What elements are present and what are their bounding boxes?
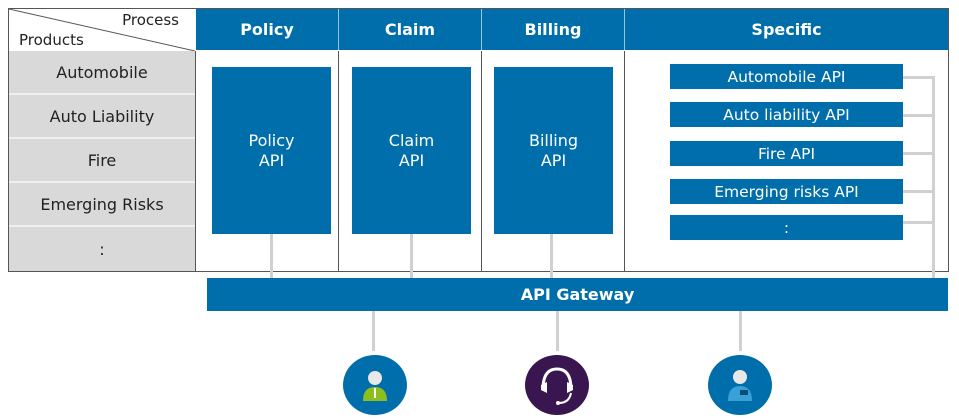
connector bbox=[903, 190, 935, 193]
policy-api-label-2: API bbox=[258, 151, 285, 170]
connector bbox=[903, 76, 935, 79]
product-row-more: : bbox=[9, 227, 195, 271]
connector bbox=[372, 311, 375, 351]
column-divider bbox=[338, 51, 339, 272]
column-header-specific: Specific bbox=[625, 9, 948, 50]
more-api-box[interactable]: : bbox=[670, 215, 903, 240]
claim-api-label-2: API bbox=[398, 151, 425, 170]
policy-api-label-1: Policy bbox=[248, 131, 295, 150]
policy-api-box[interactable]: Policy API bbox=[212, 67, 331, 234]
matrix-frame bbox=[8, 8, 949, 272]
billing-api-label-1: Billing bbox=[528, 131, 579, 150]
api-gateway-label: API Gateway bbox=[520, 285, 635, 304]
connector bbox=[556, 311, 559, 351]
header-divider bbox=[481, 9, 482, 50]
column-divider bbox=[624, 51, 625, 272]
auto-liability-api-box[interactable]: Auto liability API bbox=[670, 102, 903, 127]
billing-api-label-2: API bbox=[540, 151, 567, 170]
api-gateway-bar[interactable]: API Gateway bbox=[207, 278, 948, 311]
connector bbox=[410, 234, 413, 278]
agent-icon[interactable] bbox=[708, 355, 772, 415]
automobile-api-box[interactable]: Automobile API bbox=[670, 64, 903, 89]
product-row-emerging-risks: Emerging Risks bbox=[9, 183, 195, 227]
connector bbox=[739, 311, 742, 351]
column-divider bbox=[195, 51, 196, 272]
product-row-automobile: Automobile bbox=[9, 51, 195, 95]
corner-diagonal bbox=[9, 9, 195, 51]
claim-api-label-1: Claim bbox=[388, 131, 435, 150]
column-divider bbox=[481, 51, 482, 272]
claim-api-box[interactable]: Claim API bbox=[352, 67, 471, 234]
product-row-auto-liability: Auto Liability bbox=[9, 95, 195, 139]
connector bbox=[903, 114, 935, 117]
fire-api-box[interactable]: Fire API bbox=[670, 141, 903, 166]
header-divider bbox=[624, 9, 625, 50]
employee-icon[interactable] bbox=[343, 355, 407, 415]
connector bbox=[270, 234, 273, 278]
column-header-claim: Claim bbox=[339, 9, 481, 50]
products-label: Products bbox=[19, 31, 84, 49]
column-header-policy: Policy bbox=[196, 9, 338, 50]
connector bbox=[932, 76, 935, 278]
corner-cell: Process Products bbox=[9, 9, 195, 51]
emerging-risks-api-box[interactable]: Emerging risks API bbox=[670, 179, 903, 204]
headset-icon[interactable] bbox=[525, 355, 589, 415]
connector bbox=[903, 221, 935, 224]
product-row-fire: Fire bbox=[9, 139, 195, 183]
column-header-billing: Billing bbox=[482, 9, 624, 50]
header-divider bbox=[338, 9, 339, 50]
connector bbox=[903, 152, 935, 155]
connector bbox=[550, 234, 553, 278]
billing-api-box[interactable]: Billing API bbox=[494, 67, 613, 234]
process-label: Process bbox=[122, 11, 179, 29]
